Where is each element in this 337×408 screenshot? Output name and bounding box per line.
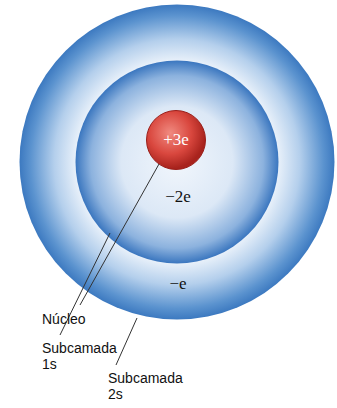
subshell-2s-shape (19, 4, 335, 320)
charge-label: −e (169, 274, 186, 294)
subshell-label: Subcamada 2s (108, 370, 184, 402)
subshell-2s: −e −2e +3e (19, 4, 335, 320)
charge-label: +3e (163, 130, 189, 150)
charge-label: −2e (165, 187, 191, 207)
subshell-2s-circle (20, 5, 335, 320)
nucleus-label: Núcleo (42, 311, 122, 327)
leader-line (116, 318, 137, 365)
subshell-label: Subcamada 1s (42, 340, 118, 372)
subshell-1s-shape (75, 60, 279, 264)
nucleus-circle (147, 111, 206, 170)
subshell-1s-circle (76, 61, 279, 264)
nucleus: +3e (146, 110, 206, 170)
subshell-1s: −2e +3e (75, 60, 279, 264)
